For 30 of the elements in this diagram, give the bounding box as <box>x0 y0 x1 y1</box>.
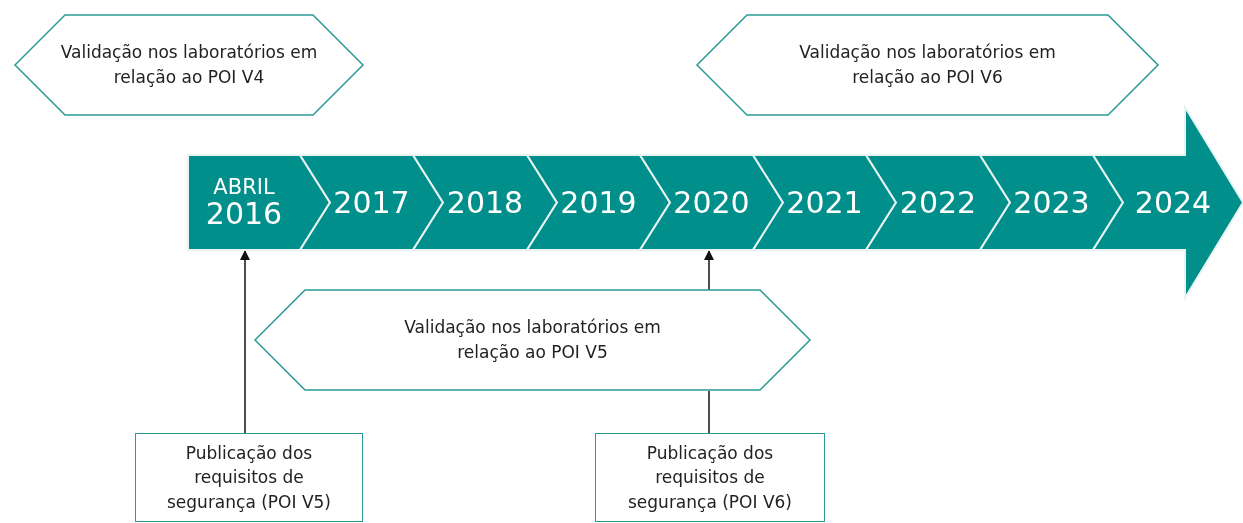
timeline-segment <box>753 155 896 250</box>
year-label: 2020 <box>673 186 750 219</box>
description-text: Validação nos laboratórios em relação ao POI V5 <box>403 316 662 364</box>
description-text: Publicação dos requisitos de segurança (POI V6) <box>627 441 793 514</box>
year-label: 2018 <box>446 186 524 219</box>
timeline-segment <box>527 155 670 250</box>
year-label: 2021 <box>786 186 863 219</box>
timeline-segment <box>866 155 1010 250</box>
year-label: 2016 <box>205 197 283 230</box>
arrow <box>703 249 715 291</box>
year-label: 2017 <box>333 186 410 219</box>
hexagon-banner <box>697 15 1158 115</box>
timeline-segment <box>300 155 443 250</box>
milestone-box <box>595 433 825 522</box>
year-label: 2023 <box>1013 186 1090 219</box>
year-label: ABRIL <box>213 175 275 198</box>
year-label: 2022 <box>899 186 977 219</box>
hexagon-banner <box>255 290 810 390</box>
year-label: 2024 <box>1134 186 1212 219</box>
timeline-segment <box>413 155 557 250</box>
hexagon-banner <box>15 15 363 115</box>
description-text: Publicação dos requisitos de segurança (POI V5) <box>166 441 332 514</box>
timeline-segment <box>1093 107 1243 298</box>
milestone-box <box>135 433 363 522</box>
timeline-segment <box>980 155 1123 250</box>
arrow <box>239 249 251 434</box>
year-label: 2019 <box>560 186 637 219</box>
timeline-segment <box>640 155 783 250</box>
description-text: Validação nos laboratórios em relação ao POI V6 <box>798 41 1057 89</box>
description-text: Validação nos laboratórios em relação ao POI V4 <box>59 41 319 89</box>
